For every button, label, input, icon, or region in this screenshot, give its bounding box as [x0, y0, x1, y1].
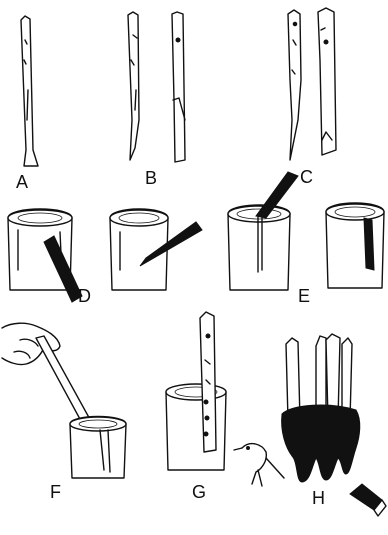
panel-c-scion-cut [288, 10, 301, 160]
panel-b-scion-side-view [172, 12, 185, 162]
label-c: C [300, 167, 313, 187]
label-h: H [312, 488, 325, 508]
label-g: G [192, 482, 206, 502]
panel-g-rootstock [166, 384, 226, 470]
label-d: D [78, 286, 91, 306]
panel-a-scion-stick [21, 16, 38, 166]
panel-e-rootstock-split-1 [228, 205, 290, 290]
panel-h-wax-coating [282, 405, 360, 482]
panel-h-wax-brush [350, 484, 386, 516]
panel-c-scion-side-view [318, 8, 336, 155]
label-a: A [16, 172, 28, 192]
panel-h-bird [234, 444, 284, 486]
panel-e-rootstock-split-2 [326, 203, 384, 288]
panel-f-rootstock [70, 417, 126, 479]
panel-b-scion-wedge-cut [128, 12, 139, 160]
label-b: B [145, 168, 157, 188]
label-e: E [298, 286, 310, 306]
label-f: F [50, 482, 61, 502]
